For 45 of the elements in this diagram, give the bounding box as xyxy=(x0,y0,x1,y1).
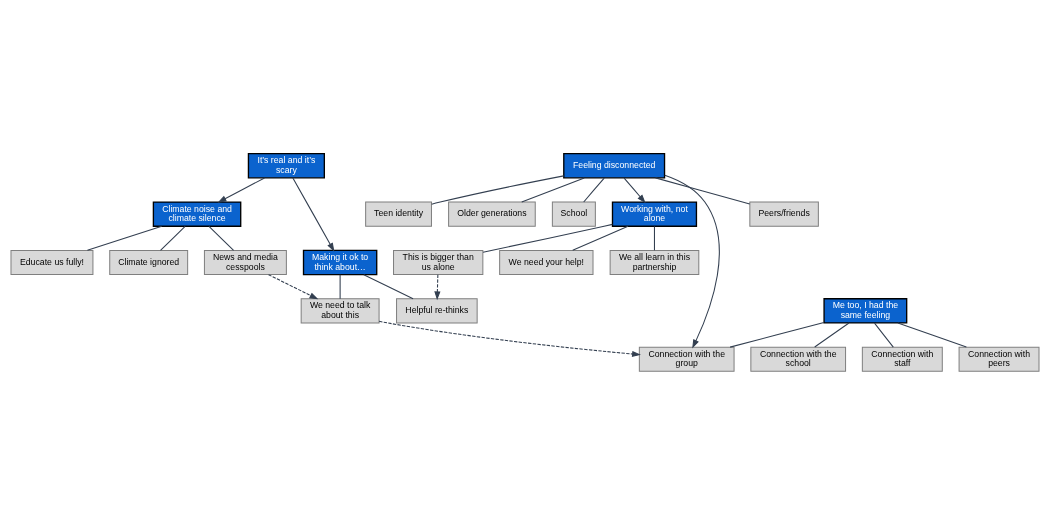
arrow xyxy=(268,274,319,300)
node-box: We need to talk about this xyxy=(300,298,380,324)
connector xyxy=(814,322,850,348)
connector xyxy=(583,177,605,203)
arrow xyxy=(434,274,441,301)
connector xyxy=(86,225,163,251)
connector xyxy=(521,177,585,203)
node-box: Older generations xyxy=(448,201,536,227)
node-box: News and media cesspools xyxy=(203,249,287,276)
arrow xyxy=(378,320,641,358)
node-box: Feeling disconnected xyxy=(563,153,666,179)
node-box: Me too, I had the same feeling xyxy=(823,298,908,324)
arrow xyxy=(664,174,720,349)
node-box: Working with, not alone xyxy=(611,201,698,227)
node-box: This is bigger than us alone xyxy=(393,249,484,276)
connector xyxy=(482,223,613,253)
node-box: Connection with the school xyxy=(750,346,847,372)
connector xyxy=(431,175,565,205)
node-box: Climate noise and climate silence xyxy=(152,201,242,227)
node-box: Helpful re-thinks xyxy=(396,298,478,324)
node-box: We all learn in this partnership xyxy=(609,249,700,276)
arrow xyxy=(292,177,335,252)
connector xyxy=(897,322,967,348)
arrow xyxy=(623,177,646,204)
node-box: Connection with staff xyxy=(861,346,943,372)
arrow xyxy=(217,177,266,203)
node-box: Educate us fully! xyxy=(10,249,94,276)
node-box: We need your help! xyxy=(499,249,594,276)
node-box: It’s real and it’s scary xyxy=(247,153,325,179)
connector xyxy=(572,225,629,251)
connector xyxy=(873,322,894,348)
connector xyxy=(208,225,235,251)
node-box: Peers/friends xyxy=(749,201,819,227)
node-box: Climate ignored xyxy=(109,249,189,276)
node-box: School xyxy=(551,201,596,227)
connector xyxy=(363,274,414,300)
node-box: Connection with the group xyxy=(638,346,735,372)
connector xyxy=(339,274,341,300)
connector xyxy=(159,225,186,251)
connector xyxy=(653,225,655,251)
connector xyxy=(655,177,751,205)
node-box: Connection with peers xyxy=(958,346,1040,372)
node-box: Making it ok to think about… xyxy=(302,249,378,276)
node-box: Teen identity xyxy=(365,201,432,227)
connector xyxy=(729,321,825,348)
